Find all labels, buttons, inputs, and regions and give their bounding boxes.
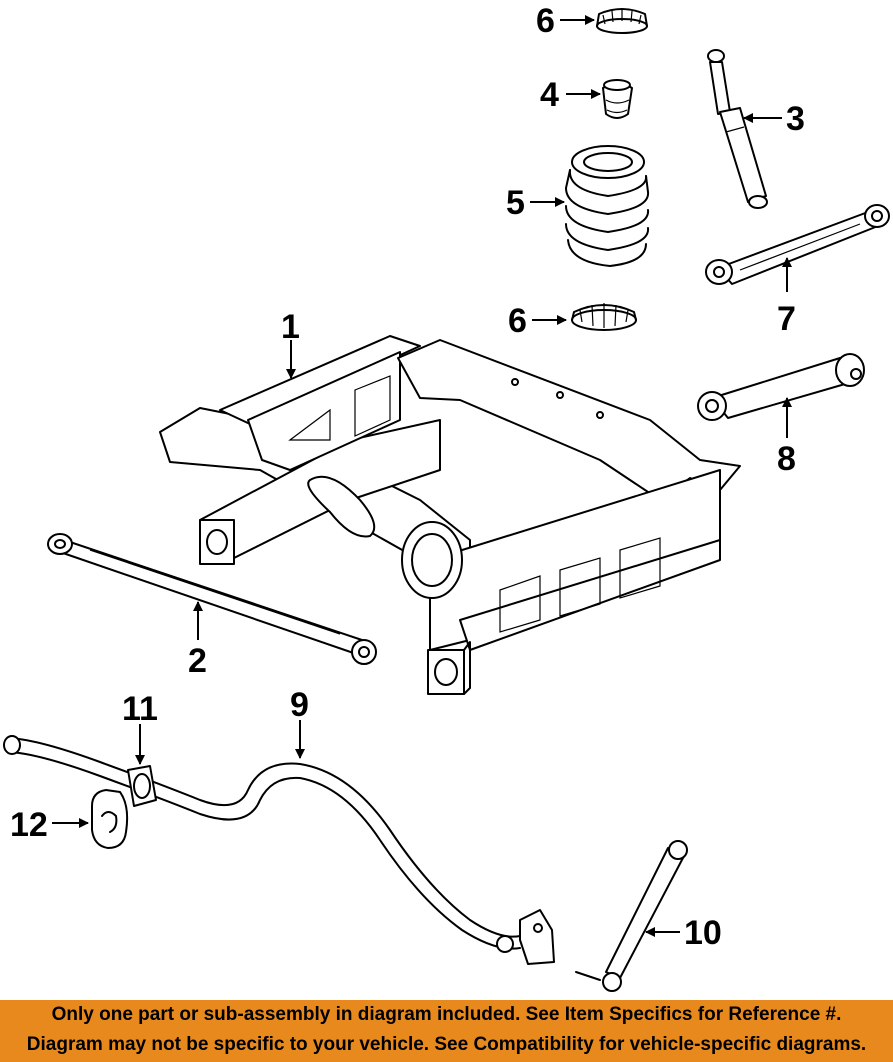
callout-12: 12 — [10, 806, 48, 844]
shock-absorber-part — [707, 49, 768, 209]
stabilizer-bar-part — [3, 735, 521, 953]
lower-spring-isolator-part — [571, 303, 637, 331]
stabilizer-bushing-part — [127, 765, 157, 807]
jounce-bumper-part — [602, 79, 633, 119]
callout-2: 2 — [188, 642, 207, 680]
callout-10: 10 — [684, 914, 722, 952]
callout-6-bottom: 6 — [508, 302, 527, 340]
callout-8: 8 — [777, 440, 796, 478]
callout-9: 9 — [290, 686, 309, 724]
bar-bushing-part — [91, 789, 129, 849]
callout-7: 7 — [777, 300, 796, 338]
upper-spring-isolator-part — [596, 8, 648, 34]
callout-5: 5 — [506, 184, 525, 222]
trailing-link-part — [47, 533, 377, 665]
bar-end-bracket-part — [519, 909, 555, 965]
callout-6-top: 6 — [536, 2, 555, 40]
callout-11: 11 — [122, 690, 158, 728]
coil-spring-part — [565, 145, 650, 267]
callout-labels: 1 2 3 4 5 6 6 7 8 9 10 11 12 — [10, 2, 805, 952]
callout-1: 1 — [281, 308, 300, 346]
disclaimer-banner: Only one part or sub-assembly in diagram… — [0, 1000, 893, 1062]
crossmember-frame-part — [159, 335, 741, 695]
callout-4: 4 — [540, 76, 559, 114]
lower-control-arm-part — [697, 353, 865, 421]
disclaimer-line-2: Diagram may not be specific to your vehi… — [26, 1034, 867, 1055]
suspension-diagram: 1 2 3 4 5 6 6 7 8 9 10 11 12 — [3, 2, 890, 992]
leader-lines — [52, 15, 792, 937]
upper-control-arm-part — [705, 204, 890, 285]
callout-3: 3 — [786, 100, 805, 138]
stabilizer-link-part — [575, 840, 688, 992]
disclaimer-line-1: Only one part or sub-assembly in diagram… — [51, 1004, 842, 1025]
